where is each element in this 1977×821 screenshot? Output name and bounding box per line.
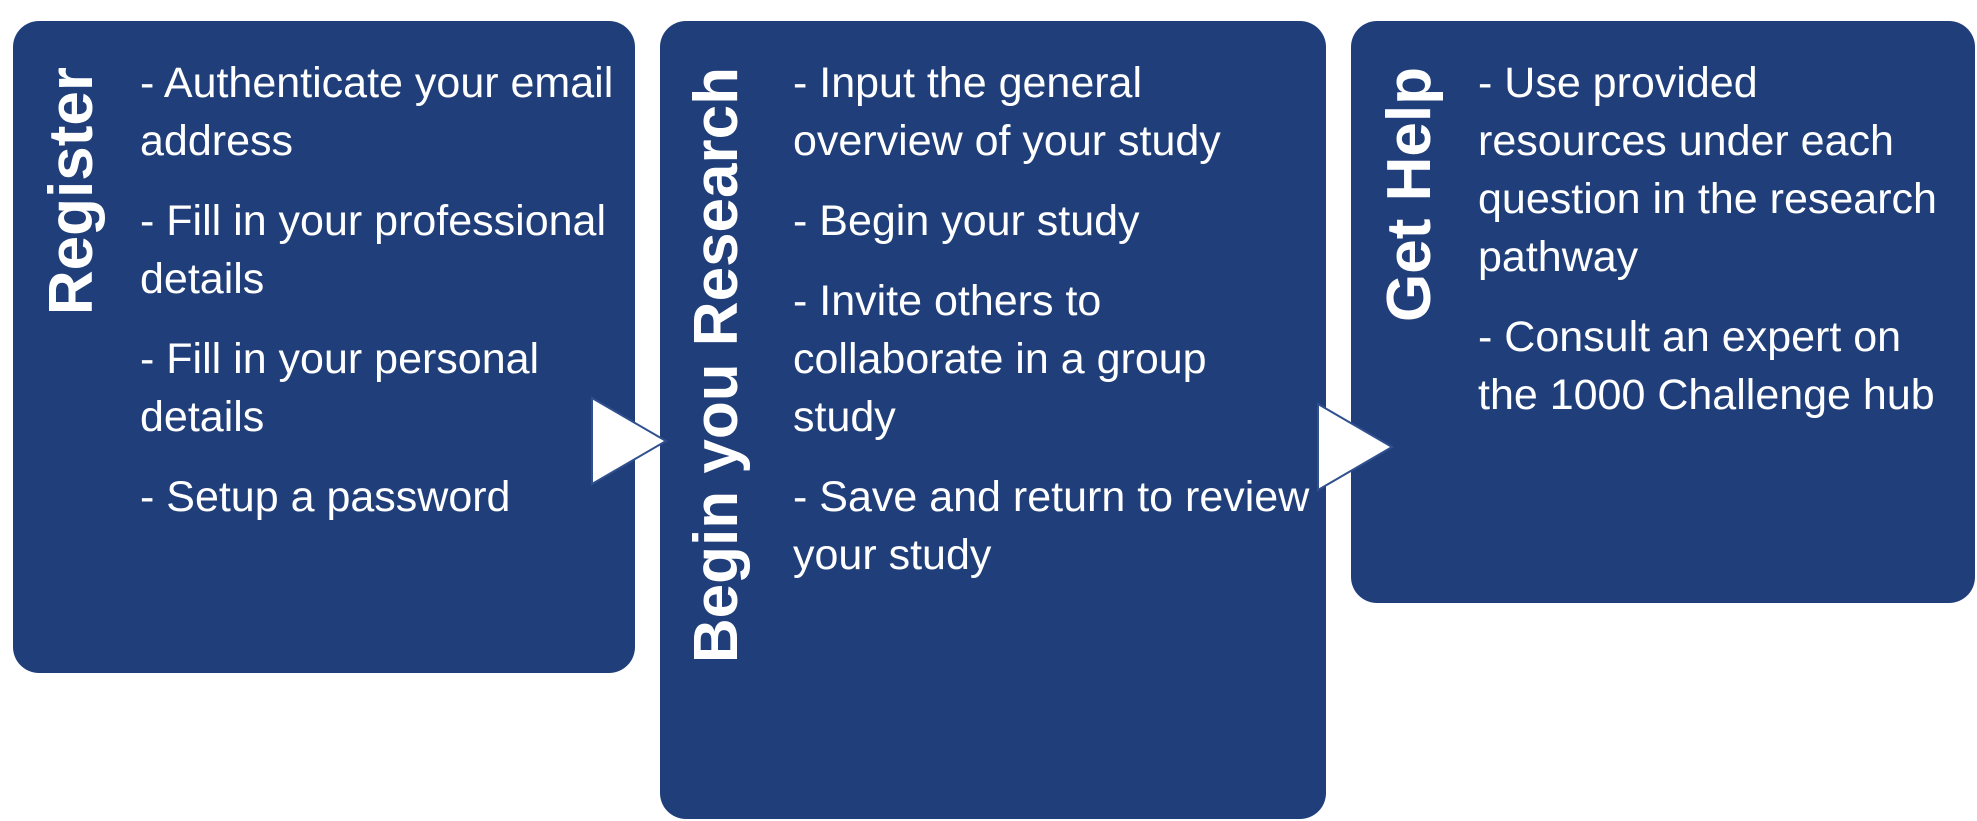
flow-arrow-icon bbox=[1317, 402, 1394, 492]
step-item: - Save and return to review your study bbox=[793, 473, 1310, 579]
step-item: - Use provided resources under each ques… bbox=[1478, 59, 1937, 281]
step-item: - Fill in your professional details bbox=[140, 197, 607, 303]
step-title-get-help: Get Help bbox=[1375, 67, 1444, 322]
step-item: - Input the general overview of your stu… bbox=[793, 59, 1221, 165]
step-items-register: - Authenticate your email address - Fill… bbox=[140, 54, 620, 548]
step-title-begin-research: Begin you Research bbox=[682, 67, 751, 664]
step-item: - Authenticate your email address bbox=[140, 59, 614, 165]
step-title-register: Register bbox=[37, 67, 106, 316]
step-card-get-help: Get Help - Use provided resources under … bbox=[1351, 21, 1975, 603]
step-items-begin-research: - Input the general overview of your stu… bbox=[793, 54, 1313, 606]
step-item: - Setup a password bbox=[140, 473, 511, 521]
step-item: - Invite others to collaborate in a grou… bbox=[793, 277, 1207, 441]
step-item: - Consult an expert on the 1000 Challeng… bbox=[1478, 313, 1935, 419]
step-card-register: Register - Authenticate your email addre… bbox=[13, 21, 635, 673]
step-items-get-help: - Use provided resources under each ques… bbox=[1478, 54, 1958, 446]
step-item: - Begin your study bbox=[793, 197, 1140, 245]
flow-arrow-icon bbox=[591, 396, 668, 486]
step-card-begin-research: Begin you Research - Input the general o… bbox=[660, 21, 1326, 819]
step-item: - Fill in your personal details bbox=[140, 335, 540, 441]
